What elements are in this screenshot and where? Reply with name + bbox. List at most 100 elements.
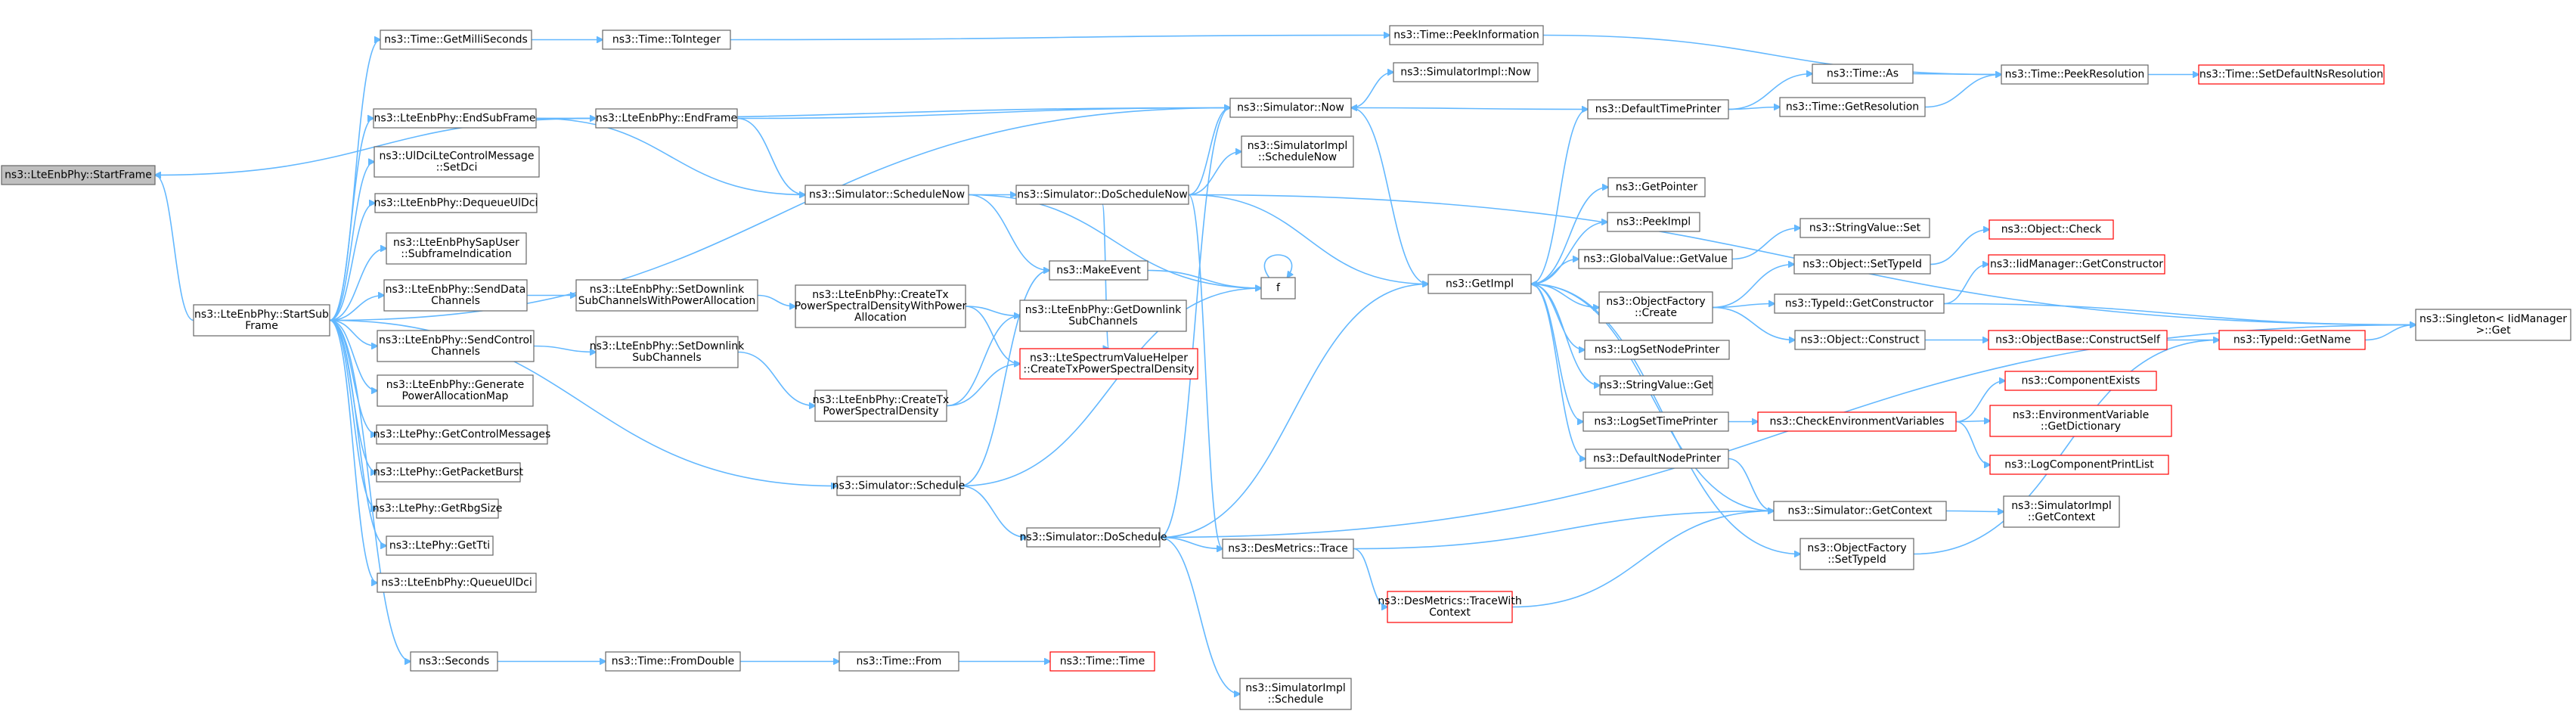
node-peekimpl[interactable]: ns3::PeekImpl bbox=[1607, 212, 1700, 232]
node-typeidgetconstructor[interactable]: ns3::TypeId::GetConstructor bbox=[1774, 293, 1945, 314]
node-getresolution[interactable]: ns3::Time::GetResolution bbox=[1779, 97, 1926, 117]
node-box bbox=[1241, 135, 1354, 168]
node-objectfactorycreate[interactable]: ns3::ObjectFactory::Create bbox=[1598, 291, 1713, 324]
node-constructself[interactable]: ns3::ObjectBase::ConstructSelf bbox=[1988, 330, 2168, 350]
node-stringvalueset[interactable]: ns3::StringValue::Set bbox=[1799, 218, 1930, 238]
node-getcontrolmessages[interactable]: ns3::LtePhy::GetControlMessages bbox=[374, 424, 551, 445]
node-doschedulenow[interactable]: ns3::Simulator::DoScheduleNow bbox=[1015, 185, 1189, 205]
node-peekresolution[interactable]: ns3::Time::PeekResolution bbox=[2001, 64, 2149, 85]
node-box bbox=[1393, 62, 1539, 82]
node-fromdouble[interactable]: ns3::Time::FromDouble bbox=[605, 651, 741, 672]
node-getpacketburst[interactable]: ns3::LtePhy::GetPacketBurst bbox=[374, 462, 524, 483]
edge-f-to-f bbox=[1263, 254, 1291, 278]
edge-typeidgetconstructor-to-singletonget bbox=[1943, 303, 2416, 325]
node-defaulttimeprinter[interactable]: ns3::DefaultTimePrinter bbox=[1587, 99, 1729, 120]
node-getrbgsize[interactable]: ns3::LtePhy::GetRbgSize bbox=[373, 498, 503, 519]
node-objectcheck[interactable]: ns3::Object::Check bbox=[1989, 219, 2114, 240]
node-objectconstruct[interactable]: ns3::Object::Construct bbox=[1794, 330, 1926, 350]
node-endframe[interactable]: ns3::LteEnbPhy::EndFrame bbox=[595, 108, 738, 129]
node-label: ns3::EnvironmentVariable bbox=[2013, 409, 2150, 421]
node-iidmanagergetconstructor[interactable]: ns3::IidManager::GetConstructor bbox=[1988, 254, 2165, 275]
node-timeas[interactable]: ns3::Time::As bbox=[1812, 64, 1914, 84]
node-peekinformation[interactable]: ns3::Time::PeekInformation bbox=[1389, 25, 1544, 45]
node-gettti[interactable]: ns3::LtePhy::GetTti bbox=[386, 535, 494, 556]
node-createtxpsd[interactable]: ns3::LteEnbPhy::CreateTxPowerSpectralDen… bbox=[813, 390, 949, 422]
node-doschedule[interactable]: ns3::Simulator::DoSchedule bbox=[1020, 527, 1167, 548]
node-label: ns3::StringValue::Get bbox=[1600, 380, 1713, 392]
node-dequeueuldci[interactable]: ns3::LteEnbPhy::DequeueUlDci bbox=[374, 193, 538, 213]
edge-doschedule-to-simimplschedule bbox=[1159, 536, 1240, 694]
node-label: ::ScheduleNow bbox=[1258, 151, 1337, 163]
node-box bbox=[1584, 340, 1730, 360]
node-getpointer[interactable]: ns3::GetPointer bbox=[1607, 177, 1706, 197]
node-logcomponentprintlist[interactable]: ns3::LogComponentPrintList bbox=[1989, 455, 2169, 475]
edge-defaulttimeprinter-to-getresolution bbox=[1728, 107, 1780, 110]
node-seconds[interactable]: ns3::Seconds bbox=[410, 651, 498, 672]
node-box bbox=[1026, 527, 1161, 548]
node-setdci[interactable]: ns3::UlDciLteControlMessage::SetDci bbox=[374, 146, 540, 178]
node-schedulenow[interactable]: ns3::Simulator::ScheduleNow bbox=[804, 185, 969, 205]
node-label: ::CreateTxPowerSpectralDensity bbox=[1023, 364, 1194, 376]
node-box bbox=[380, 29, 532, 50]
node-globalvaluegetvalue[interactable]: ns3::GlobalValue::GetValue bbox=[1578, 249, 1733, 269]
node-startframe[interactable]: ns3::LteEnbPhy::StartFrame bbox=[1, 165, 156, 185]
node-simimplschedule[interactable]: ns3::SimulatorImpl::Schedule bbox=[1239, 678, 1352, 710]
edge-startsubframe-to-senddatachannels bbox=[329, 296, 384, 321]
edge-startsubframe-to-queueuldci bbox=[329, 319, 377, 583]
node-createtxpsdpower[interactable]: ns3::LteEnbPhy::CreateTxPowerSpectralDen… bbox=[795, 284, 967, 328]
node-f[interactable]: f bbox=[1260, 277, 1296, 300]
node-simimplnow[interactable]: ns3::SimulatorImpl::Now bbox=[1393, 62, 1539, 82]
node-setdlsubchpower[interactable]: ns3::LteEnbPhy::SetDownlinkSubChannelsWi… bbox=[575, 279, 758, 312]
node-simimplgetcontext[interactable]: ns3::SimulatorImpl::GetContext bbox=[2003, 495, 2120, 528]
node-typeidgetname[interactable]: ns3::TypeId::GetName bbox=[2218, 330, 2366, 350]
node-label: ::SubframeIndication bbox=[401, 248, 511, 260]
edge-getimpl-to-logsetnodeprinter bbox=[1530, 283, 1585, 350]
node-getcontext[interactable]: ns3::Simulator::GetContext bbox=[1773, 501, 1947, 521]
node-objectfactorysettypeid[interactable]: ns3::ObjectFactory::SetTypeId bbox=[1799, 538, 1914, 570]
node-objectsettypeid[interactable]: ns3::Object::SetTypeId bbox=[1793, 254, 1931, 275]
node-getmilliseconds[interactable]: ns3::Time::GetMilliSeconds bbox=[380, 29, 532, 50]
node-timetime[interactable]: ns3::Time::Time bbox=[1049, 651, 1155, 672]
node-getimpl[interactable]: ns3::GetImpl bbox=[1427, 274, 1532, 294]
edge-globalvaluegetvalue-to-stringvalueset bbox=[1731, 228, 1800, 260]
node-helpercreatetxpsd[interactable]: ns3::LteSpectrumValueHelper::CreateTxPow… bbox=[1019, 348, 1198, 380]
node-checkenvvars[interactable]: ns3::CheckEnvironmentVariables bbox=[1757, 411, 1957, 432]
node-now[interactable]: ns3::Simulator::Now bbox=[1229, 98, 1352, 118]
edge-getimpl-to-defaultnodeprinter bbox=[1530, 283, 1586, 459]
node-label: ns3::Seconds bbox=[419, 656, 489, 668]
node-tointeger[interactable]: ns3::Time::ToInteger bbox=[602, 29, 731, 50]
node-genpowermap[interactable]: ns3::LteEnbPhy::GeneratePowerAllocationM… bbox=[377, 374, 534, 407]
node-timefrom[interactable]: ns3::Time::From bbox=[839, 651, 959, 672]
node-label: PowerAllocationMap bbox=[402, 390, 509, 402]
node-label: Channels bbox=[431, 295, 480, 307]
node-logsettimeprinter[interactable]: ns3::LogSetTimePrinter bbox=[1582, 411, 1729, 432]
node-endsubframe[interactable]: ns3::LteEnbPhy::EndSubFrame bbox=[373, 108, 537, 129]
node-envgetdictionary[interactable]: ns3::EnvironmentVariable::GetDictionary bbox=[1989, 405, 2172, 437]
node-makeevent[interactable]: ns3::MakeEvent bbox=[1049, 260, 1149, 281]
node-stringvalueget[interactable]: ns3::StringValue::Get bbox=[1599, 375, 1713, 396]
node-subframeindication[interactable]: ns3::LteEnbPhySapUser::SubframeIndicatio… bbox=[386, 232, 527, 265]
node-schedule[interactable]: ns3::Simulator::Schedule bbox=[832, 476, 966, 496]
node-defaultnodeprinter[interactable]: ns3::DefaultNodePrinter bbox=[1585, 449, 1729, 469]
node-label: ns3::Simulator::ScheduleNow bbox=[809, 189, 965, 201]
node-singletonget[interactable]: ns3::Singleton< IidManager >::Get bbox=[2415, 309, 2571, 341]
node-label: ns3::Simulator::DoScheduleNow bbox=[1017, 189, 1187, 201]
node-desmetricstrace[interactable]: ns3::DesMetrics::Trace bbox=[1222, 539, 1354, 559]
node-simimplschedulenow[interactable]: ns3::SimulatorImpl::ScheduleNow bbox=[1241, 135, 1354, 168]
node-box bbox=[2001, 64, 2149, 85]
node-box bbox=[1988, 330, 2168, 350]
node-box bbox=[1587, 99, 1729, 120]
node-logsetnodeprinter[interactable]: ns3::LogSetNodePrinter bbox=[1584, 340, 1730, 360]
node-label: ns3::SimulatorImpl bbox=[1245, 682, 1346, 694]
nodes-layer: ns3::LteEnbPhy::StartFramens3::LteEnbPhy… bbox=[1, 25, 2571, 710]
node-box bbox=[2218, 330, 2366, 350]
node-queueuldci[interactable]: ns3::LteEnbPhy::QueueUlDci bbox=[377, 573, 537, 593]
node-componentexists[interactable]: ns3::ComponentExists bbox=[2004, 371, 2157, 391]
node-setdefaultnsresolution[interactable]: ns3::Time::SetDefaultNsResolution bbox=[2198, 64, 2385, 85]
